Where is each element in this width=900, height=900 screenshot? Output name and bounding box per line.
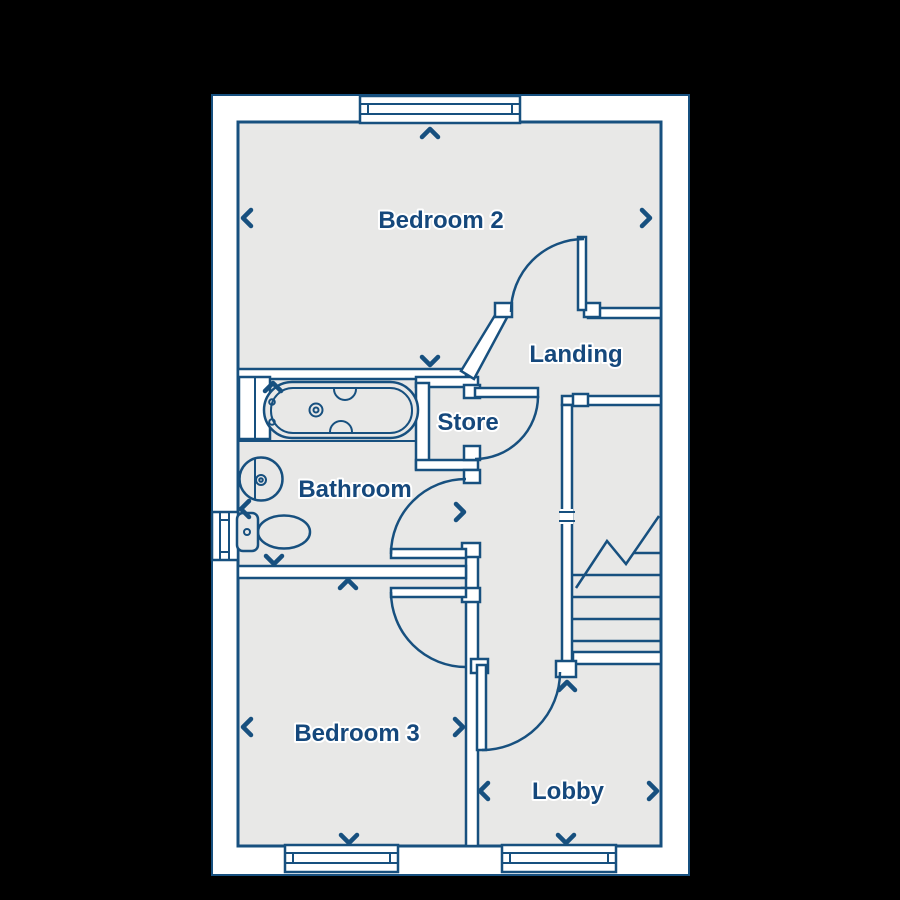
- wall-store-west: [414, 381, 431, 471]
- chevron-left-icon: [238, 498, 252, 520]
- room-labels: Bedroom 2 Landing Store Bathroom Bedroom…: [292, 205, 624, 807]
- chevron-left-icon: [240, 207, 254, 229]
- chevron-up-icon: [556, 679, 578, 693]
- stair-banister: [560, 403, 574, 664]
- toilet-icon: [235, 511, 312, 553]
- room-label-bedroom2: Bedroom 2: [378, 207, 503, 234]
- door-leaf: [473, 386, 540, 399]
- jamb-cap-stairs-top: [571, 392, 590, 408]
- jamb-cap-store-bottom: [462, 444, 482, 462]
- door-leaf: [389, 547, 468, 560]
- room-label-bedroom3: Bedroom 3: [294, 720, 419, 747]
- window-frame: [358, 94, 522, 125]
- chevron-left-icon: [477, 780, 491, 802]
- jamb-cap-bathroom-door: [462, 468, 482, 485]
- washbasin-icon: [238, 456, 284, 502]
- bath-tub-inner: [270, 387, 413, 434]
- window-frame: [283, 843, 400, 874]
- jamb-cap-diagonal: [493, 301, 514, 319]
- chevron-up-icon: [419, 126, 441, 140]
- door-swing-arc: [509, 237, 585, 313]
- chevron-right-icon: [639, 207, 653, 229]
- bath-grip-bottom: [329, 420, 353, 433]
- chevron-down-icon: [555, 832, 577, 846]
- chevron-left-icon: [240, 716, 254, 738]
- window-bottom-lobby: [500, 843, 618, 874]
- door-bedroom3: [389, 586, 468, 669]
- bath-tap: [268, 398, 276, 406]
- bath-drain-outer: [308, 402, 324, 418]
- door-leaf: [475, 663, 488, 752]
- room-label-bathroom: Bathroom: [298, 476, 411, 503]
- window-frame: [500, 843, 618, 874]
- chevron-down-icon: [263, 553, 285, 567]
- wall-store-south: [414, 458, 480, 472]
- chevron-down-icon: [419, 354, 441, 368]
- chevron-down-icon: [338, 832, 360, 846]
- chevron-right-icon: [453, 501, 467, 523]
- door-leaf: [389, 586, 468, 599]
- wall-stairs-south: [571, 650, 663, 666]
- wall-stairs-north: [560, 394, 663, 407]
- window-top: [358, 94, 522, 125]
- room-label-lobby: Lobby: [532, 778, 605, 805]
- door-swing-arc: [389, 591, 467, 669]
- window-left: [210, 510, 240, 562]
- walls: [236, 301, 663, 848]
- toilet-bowl: [256, 514, 312, 550]
- toilet-flush-button: [243, 528, 251, 536]
- bath-tap: [268, 418, 276, 426]
- room-label-landing: Landing: [529, 341, 622, 368]
- windows: [210, 94, 618, 874]
- bath-icon: [237, 375, 420, 442]
- chevron-up-icon: [262, 380, 284, 394]
- chevron-right-icon: [452, 716, 466, 738]
- door-swing-arc: [389, 477, 467, 555]
- doors: [389, 235, 588, 752]
- basin-drain-outer: [255, 474, 267, 486]
- bathroom-fixtures: [235, 375, 420, 553]
- door-swing-arc: [474, 395, 540, 461]
- door-bedroom2: [509, 235, 588, 313]
- staircase: [559, 509, 661, 643]
- dimension-markers: [238, 126, 660, 846]
- door-store: [473, 386, 540, 461]
- room-label-store: Store: [437, 409, 498, 436]
- window-bottom-bedroom3: [283, 843, 400, 874]
- door-leaf: [576, 235, 588, 312]
- basin-drain-inner: [258, 477, 264, 483]
- chevron-up-icon: [337, 577, 359, 591]
- bath-drain-inner: [312, 406, 320, 414]
- stair-break-line: [574, 515, 661, 589]
- bath-grip-top: [333, 388, 357, 401]
- chevron-right-icon: [646, 780, 660, 802]
- door-bathroom: [389, 477, 468, 560]
- toilet-cistern: [235, 511, 260, 553]
- wall-bathroom-bedroom3: [236, 564, 468, 580]
